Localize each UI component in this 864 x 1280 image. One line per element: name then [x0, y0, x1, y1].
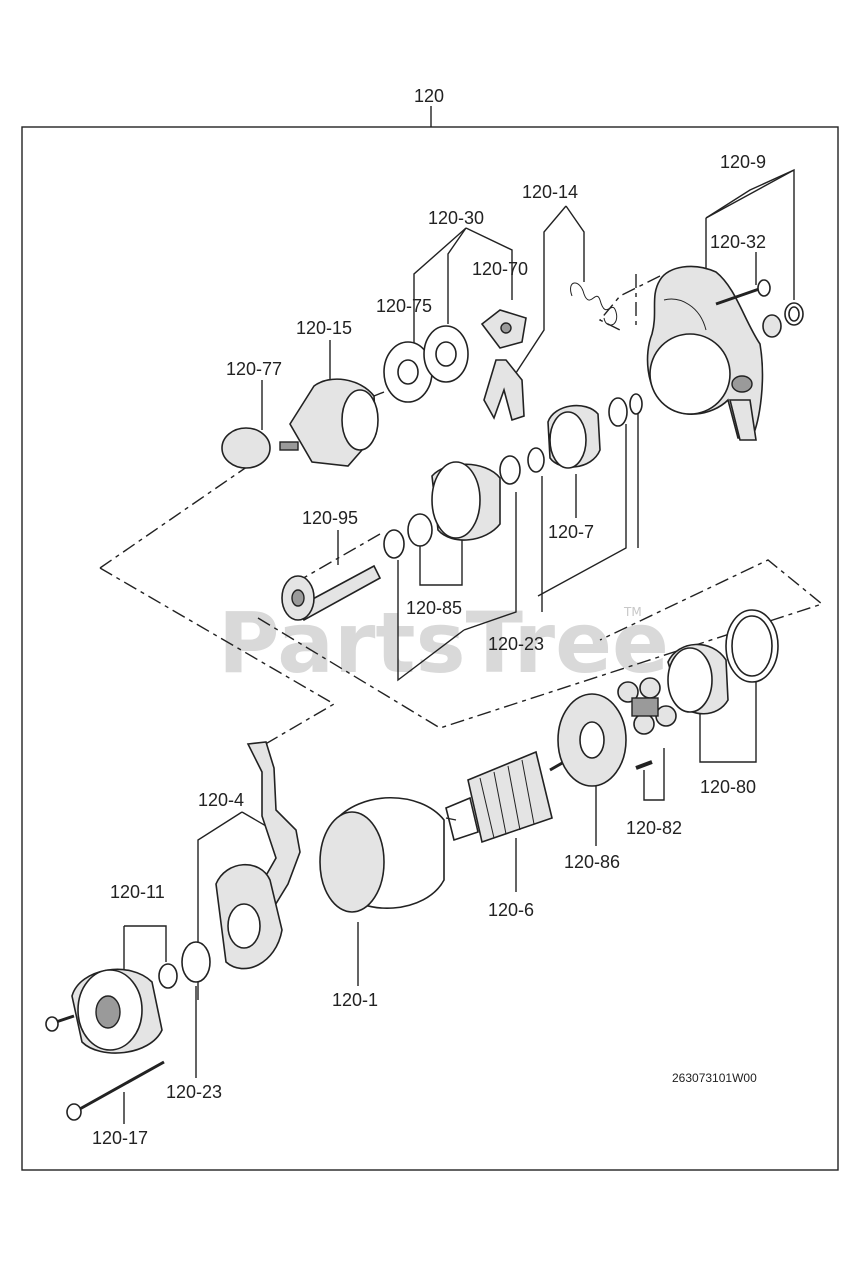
- callout-120-77[interactable]: 120-77: [226, 359, 282, 379]
- bolt-part: [45, 1014, 75, 1032]
- callout-120-80[interactable]: 120-80: [700, 777, 756, 797]
- callout-120-95[interactable]: 120-95: [302, 508, 358, 528]
- callout-120-14[interactable]: 120-14: [522, 182, 578, 202]
- callout-120-30[interactable]: 120-30: [428, 208, 484, 228]
- callout-120-70[interactable]: 120-70: [472, 259, 528, 279]
- leader-lines: [123, 168, 795, 1124]
- yoke-part: [319, 796, 445, 913]
- pinion-shaft-part: [281, 564, 382, 622]
- long-bolt-part: [66, 1060, 165, 1121]
- reference-code: 263073101W00: [672, 1071, 757, 1085]
- solenoid-cap-part: [221, 427, 271, 469]
- brush-holder-part: [215, 741, 301, 970]
- callout-120-86[interactable]: 120-86: [564, 852, 620, 872]
- gasket-part: [383, 341, 433, 403]
- washer-part-lower: [181, 941, 211, 983]
- washer-part: [499, 447, 545, 485]
- callout-120-85[interactable]: 120-85: [406, 598, 462, 618]
- plate-part: [480, 309, 527, 349]
- callout-120-7[interactable]: 120-7: [548, 522, 594, 542]
- callout-120-17[interactable]: 120-17: [92, 1128, 148, 1148]
- ring-part: [667, 643, 729, 715]
- callout-120-9[interactable]: 120-9: [720, 152, 766, 172]
- solenoid-part: [279, 378, 385, 467]
- armature-part: [445, 750, 565, 844]
- callout-120-11[interactable]: 120-11: [110, 882, 165, 902]
- callout-labels: 120-9 120-14 120-30 120-70 120-32 120-75…: [92, 152, 766, 1148]
- gear-part: [547, 393, 643, 469]
- brush-set-part: [617, 677, 677, 770]
- rear-bushing-part: [762, 302, 804, 338]
- callout-120-23-upper[interactable]: 120-23: [488, 634, 544, 654]
- callout-120-15[interactable]: 120-15: [296, 318, 352, 338]
- callout-120-32[interactable]: 120-32: [710, 232, 766, 252]
- assembly-label: 120: [414, 86, 444, 106]
- callout-120-1[interactable]: 120-1: [332, 990, 378, 1010]
- seal-part: [725, 609, 779, 683]
- callout-120-4[interactable]: 120-4: [198, 790, 244, 810]
- gasket-part-2: [423, 325, 469, 383]
- spring-lever-part: [483, 282, 618, 422]
- through-bolt-part: [715, 279, 771, 306]
- rear-housing-part: [646, 265, 764, 441]
- assembly-frame: [21, 126, 839, 1171]
- watermark-trademark: TM: [623, 605, 642, 619]
- end-plate-part: [557, 693, 627, 787]
- callout-120-82[interactable]: 120-82: [626, 818, 682, 838]
- callout-120-6[interactable]: 120-6: [488, 900, 534, 920]
- front-housing-part: [71, 963, 178, 1054]
- callout-120-23-lower[interactable]: 120-23: [166, 1082, 222, 1102]
- clutch-part: [383, 461, 501, 559]
- callout-120-75[interactable]: 120-75: [376, 296, 432, 316]
